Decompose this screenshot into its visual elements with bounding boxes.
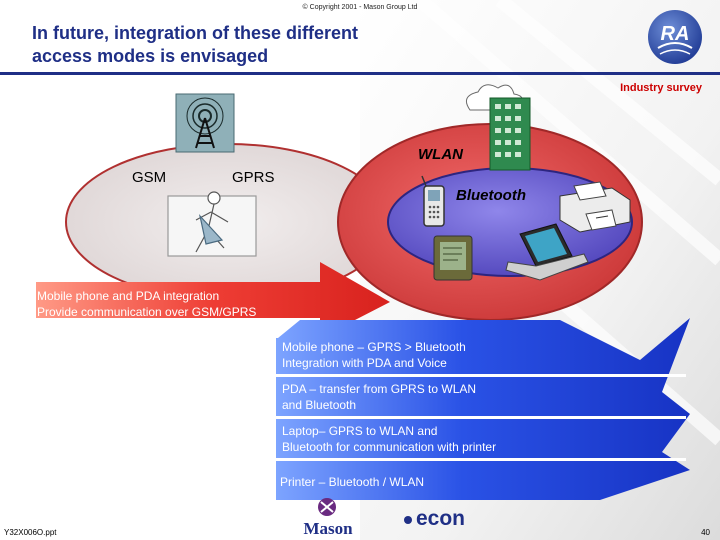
blue-item-2: PDA – transfer from GPRS to WLAN and Blu…: [282, 381, 476, 413]
separator-1: [276, 374, 686, 377]
blue-item-4: Printer – Bluetooth / WLAN: [280, 474, 424, 490]
red-arrow-line-2: Provide communication over GSM/GPRS: [37, 304, 256, 320]
blue-item-3: Laptop– GPRS to WLAN and Bluetooth for c…: [282, 423, 496, 455]
blue-item-4-line-1: Printer – Bluetooth / WLAN: [280, 474, 424, 490]
blue-item-1-line-2: Integration with PDA and Voice: [282, 355, 466, 371]
blue-item-1: Mobile phone – GPRS > Bluetooth Integrat…: [282, 339, 466, 371]
econ-logo-text: econ: [416, 507, 465, 530]
separator-2: [276, 416, 686, 419]
blue-item-1-line-1: Mobile phone – GPRS > Bluetooth: [282, 339, 466, 355]
document-id: Y32X006O.ppt: [4, 528, 56, 537]
red-arrow-text: Mobile phone and PDA integration Provide…: [37, 288, 256, 320]
blue-item-2-line-2: and Bluetooth: [282, 397, 476, 413]
red-arrow-line-1: Mobile phone and PDA integration: [37, 288, 256, 304]
blue-item-3-line-1: Laptop– GPRS to WLAN and: [282, 423, 496, 439]
blue-item-3-line-2: Bluetooth for communication with printer: [282, 439, 496, 455]
econ-logo-icon: econ: [400, 500, 480, 532]
blue-item-2-line-1: PDA – transfer from GPRS to WLAN: [282, 381, 476, 397]
page-number: 40: [701, 528, 710, 537]
separator-3: [276, 458, 686, 461]
mason-logo-text: Mason: [303, 519, 353, 538]
mason-logo-icon: Mason: [290, 496, 370, 538]
